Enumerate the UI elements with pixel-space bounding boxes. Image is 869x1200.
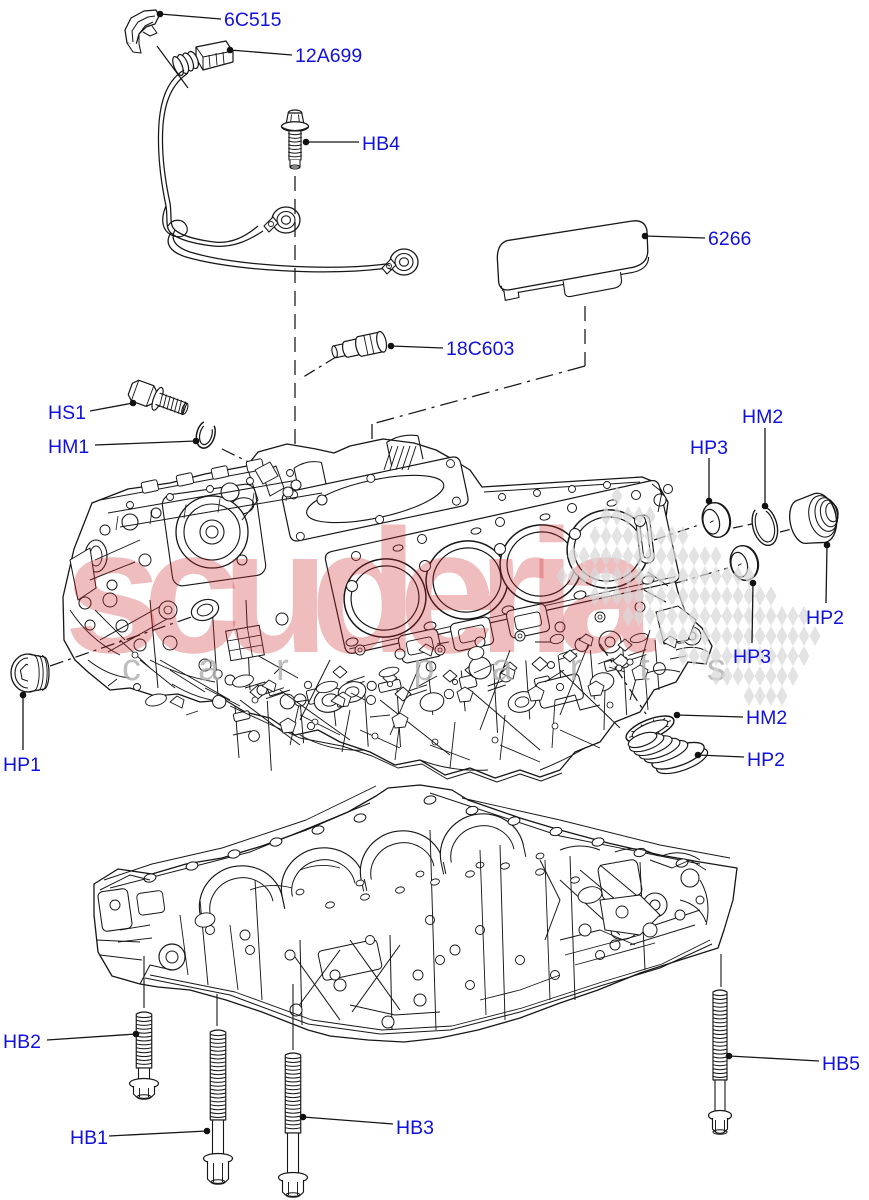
svg-text:HB4: HB4 xyxy=(362,133,400,155)
svg-text:HM2: HM2 xyxy=(746,707,787,729)
svg-text:HM1: HM1 xyxy=(48,436,89,458)
svg-text:HP3: HP3 xyxy=(690,437,728,459)
svg-text:HP2: HP2 xyxy=(806,607,844,629)
svg-text:6C515: 6C515 xyxy=(224,9,282,31)
svg-text:car parts: car parts xyxy=(122,647,783,689)
svg-text:HM2: HM2 xyxy=(742,406,783,428)
svg-text:HB3: HB3 xyxy=(396,1117,434,1139)
svg-text:HB2: HB2 xyxy=(3,1031,41,1053)
svg-text:HP3: HP3 xyxy=(733,646,771,668)
svg-text:6266: 6266 xyxy=(708,228,751,250)
svg-text:12A699: 12A699 xyxy=(295,45,362,67)
svg-text:18C603: 18C603 xyxy=(446,338,514,360)
svg-text:HP1: HP1 xyxy=(3,754,41,776)
svg-text:scuderia: scuderia xyxy=(64,494,656,690)
svg-text:HS1: HS1 xyxy=(48,402,86,424)
svg-text:HB1: HB1 xyxy=(70,1127,108,1149)
svg-text:HB5: HB5 xyxy=(822,1053,860,1075)
svg-text:HP2: HP2 xyxy=(747,749,785,771)
